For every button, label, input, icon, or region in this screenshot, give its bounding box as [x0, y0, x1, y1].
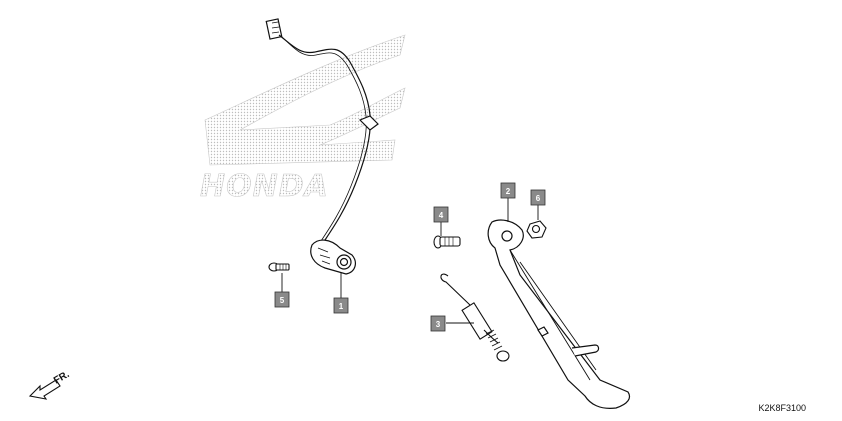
front-label: FR. [52, 369, 72, 387]
small-bolt [268, 262, 290, 272]
honda-watermark: HONDA [200, 34, 406, 204]
front-direction-indicator: FR. [28, 369, 72, 400]
callout-3-label: 3 [436, 320, 441, 329]
callout-4: 4 [433, 206, 449, 223]
diagram-code: K2K8F3100 [758, 403, 806, 413]
pivot-bolt [433, 235, 461, 249]
front-arrow-icon [28, 379, 61, 400]
callout-2-label: 2 [506, 187, 511, 196]
callout-1: 1 [333, 297, 349, 314]
callout-4-label: 4 [439, 211, 444, 220]
callout-3: 3 [430, 315, 446, 332]
callout-1-label: 1 [339, 302, 344, 311]
honda-wordmark: HONDA [200, 169, 329, 204]
side-stand-switch [265, 18, 379, 275]
stand-spring [440, 273, 510, 362]
side-stand [487, 219, 631, 409]
callout-6-label: 6 [536, 194, 541, 203]
leader-lines [281, 198, 539, 324]
callout-6: 6 [530, 189, 546, 206]
callout-5: 5 [274, 291, 290, 308]
callout-5-label: 5 [280, 296, 285, 305]
callout-2: 2 [500, 182, 516, 199]
nut [526, 220, 547, 239]
honda-wing-logo [204, 34, 406, 166]
